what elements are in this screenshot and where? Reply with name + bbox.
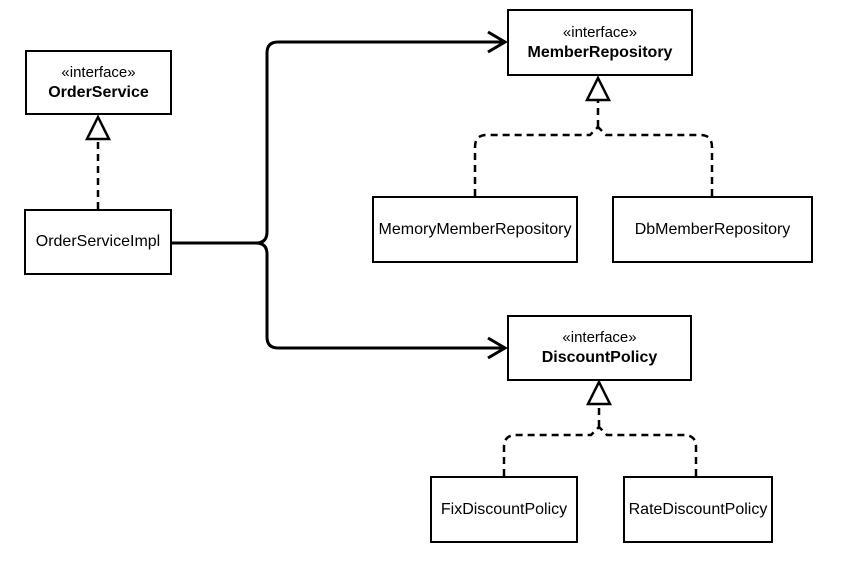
stereotype-label: «interface»	[562, 23, 638, 41]
class-box-dbmemberrepository: DbMemberRepository	[612, 196, 813, 263]
class-box-memorymemberrepository: MemoryMemberRepository	[372, 196, 578, 263]
class-name: OrderService	[48, 83, 149, 101]
realization-line-memorymemberrepository-memberrepository	[473, 126, 599, 196]
class-box-ratediscountpolicy: RateDiscountPolicy	[623, 476, 773, 543]
realization-triangle-discountpolicy	[585, 379, 613, 406]
class-box-memberrepository: «interface» MemberRepository	[507, 9, 693, 76]
class-name: OrderServiceImpl	[35, 233, 161, 250]
class-name: MemberRepository	[527, 43, 673, 61]
class-name: DiscountPolicy	[541, 349, 658, 366]
realization-line-ratediscountpolicy-discountpolicy	[598, 426, 698, 476]
class-box-orderserviceimpl: OrderServiceImpl	[24, 209, 172, 275]
class-name: DbMemberRepository	[634, 220, 791, 238]
realization-line-fixdiscountpolicy-discountpolicy	[502, 426, 600, 476]
class-name: RateDiscountPolicy	[628, 500, 768, 518]
dependency-arrowhead-memberrepository	[487, 30, 508, 54]
realization-triangle-orderservice	[84, 114, 112, 141]
class-name: FixDiscountPolicy	[440, 500, 568, 518]
dependency-line-orderserviceimpl-discountpolicy	[172, 241, 503, 350]
realization-line-dbmemberrepository-memberrepository	[597, 126, 714, 196]
class-box-orderservice: «interface» OrderService	[25, 50, 172, 115]
stereotype-label: «interface»	[562, 329, 637, 346]
class-name: MemoryMemberRepository	[378, 220, 572, 238]
dependency-arrowhead-discountpolicy	[487, 336, 508, 360]
class-box-discountpolicy: «interface» DiscountPolicy	[507, 315, 692, 381]
realization-triangle-memberrepository	[584, 75, 612, 102]
class-box-fixdiscountpolicy: FixDiscountPolicy	[430, 476, 578, 543]
stereotype-label: «interface»	[61, 63, 136, 81]
